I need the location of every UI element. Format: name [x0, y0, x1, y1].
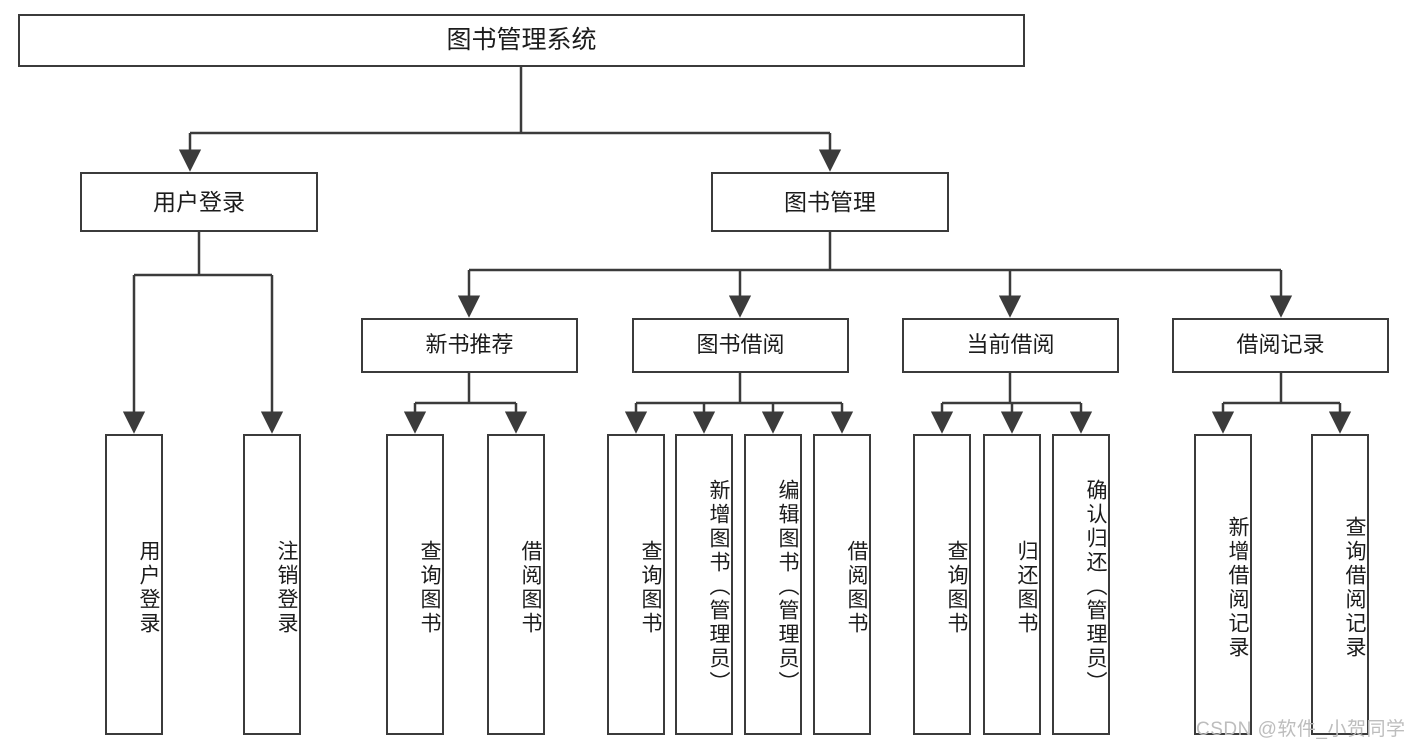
- node-current-borrow-label: 当前借阅: [966, 332, 1055, 358]
- node-user-login[interactable]: 用户登录: [80, 172, 318, 232]
- node-book-manage-label: 图书管理: [784, 188, 876, 215]
- node-root-label: 图书管理系统: [446, 26, 597, 55]
- leaf-return-book[interactable]: 归还图书: [983, 434, 1041, 735]
- leaf-add-record-label: 新增借阅记录: [1226, 515, 1249, 660]
- leaf-query-book-2-label: 查询图书: [639, 539, 662, 636]
- leaf-confirm-return-label: 确认归还（管理员）: [1084, 478, 1107, 695]
- leaf-return-book-label: 归还图书: [1015, 539, 1038, 636]
- leaf-query-record-label: 查询借阅记录: [1343, 515, 1366, 660]
- csdn-watermark: CSDN @软件_小贺同学: [1196, 719, 1405, 740]
- node-user-login-label: 用户登录: [153, 188, 245, 215]
- leaf-user-logout-label: 注销登录: [275, 539, 298, 636]
- node-new-book-rec[interactable]: 新书推荐: [361, 318, 578, 373]
- node-current-borrow[interactable]: 当前借阅: [902, 318, 1119, 373]
- leaf-add-book[interactable]: 新增图书（管理员）: [675, 434, 733, 735]
- leaf-borrow-book-1-label: 借阅图书: [519, 539, 542, 636]
- leaf-add-record[interactable]: 新增借阅记录: [1194, 434, 1252, 735]
- leaf-confirm-return[interactable]: 确认归还（管理员）: [1052, 434, 1110, 735]
- edge-group-book-manage: [457, 232, 1293, 318]
- edge-group-current-borrow: [930, 373, 1093, 434]
- edge-group-borrow-record: [1211, 373, 1352, 434]
- edge-group-new-book-rec: [403, 373, 528, 434]
- edge-group-user-login: [122, 232, 284, 434]
- leaf-edit-book-label: 编辑图书（管理员）: [776, 478, 799, 695]
- leaf-user-logout[interactable]: 注销登录: [243, 434, 301, 735]
- leaf-borrow-book-2-label: 借阅图书: [845, 539, 868, 636]
- leaf-query-record[interactable]: 查询借阅记录: [1311, 434, 1369, 735]
- node-book-manage[interactable]: 图书管理: [711, 172, 949, 232]
- node-root[interactable]: 图书管理系统: [18, 14, 1025, 67]
- leaf-query-book-2[interactable]: 查询图书: [607, 434, 665, 735]
- leaf-add-book-label: 新增图书（管理员）: [707, 478, 730, 695]
- leaf-user-login-label: 用户登录: [137, 539, 160, 636]
- leaf-user-login[interactable]: 用户登录: [105, 434, 163, 735]
- leaf-query-book-3-label: 查询图书: [945, 539, 968, 636]
- leaf-query-book-1-label: 查询图书: [418, 539, 441, 636]
- node-book-borrow-label: 图书借阅: [696, 332, 785, 358]
- leaf-edit-book[interactable]: 编辑图书（管理员）: [744, 434, 802, 735]
- node-new-book-rec-label: 新书推荐: [425, 332, 514, 358]
- edge-group-book-borrow: [624, 373, 854, 434]
- node-book-borrow[interactable]: 图书借阅: [632, 318, 849, 373]
- edge-group-root: [178, 67, 842, 172]
- leaf-query-book-1[interactable]: 查询图书: [386, 434, 444, 735]
- node-borrow-record-label: 借阅记录: [1236, 332, 1325, 358]
- leaf-query-book-3[interactable]: 查询图书: [913, 434, 971, 735]
- leaf-borrow-book-2[interactable]: 借阅图书: [813, 434, 871, 735]
- node-borrow-record[interactable]: 借阅记录: [1172, 318, 1389, 373]
- leaf-borrow-book-1[interactable]: 借阅图书: [487, 434, 545, 735]
